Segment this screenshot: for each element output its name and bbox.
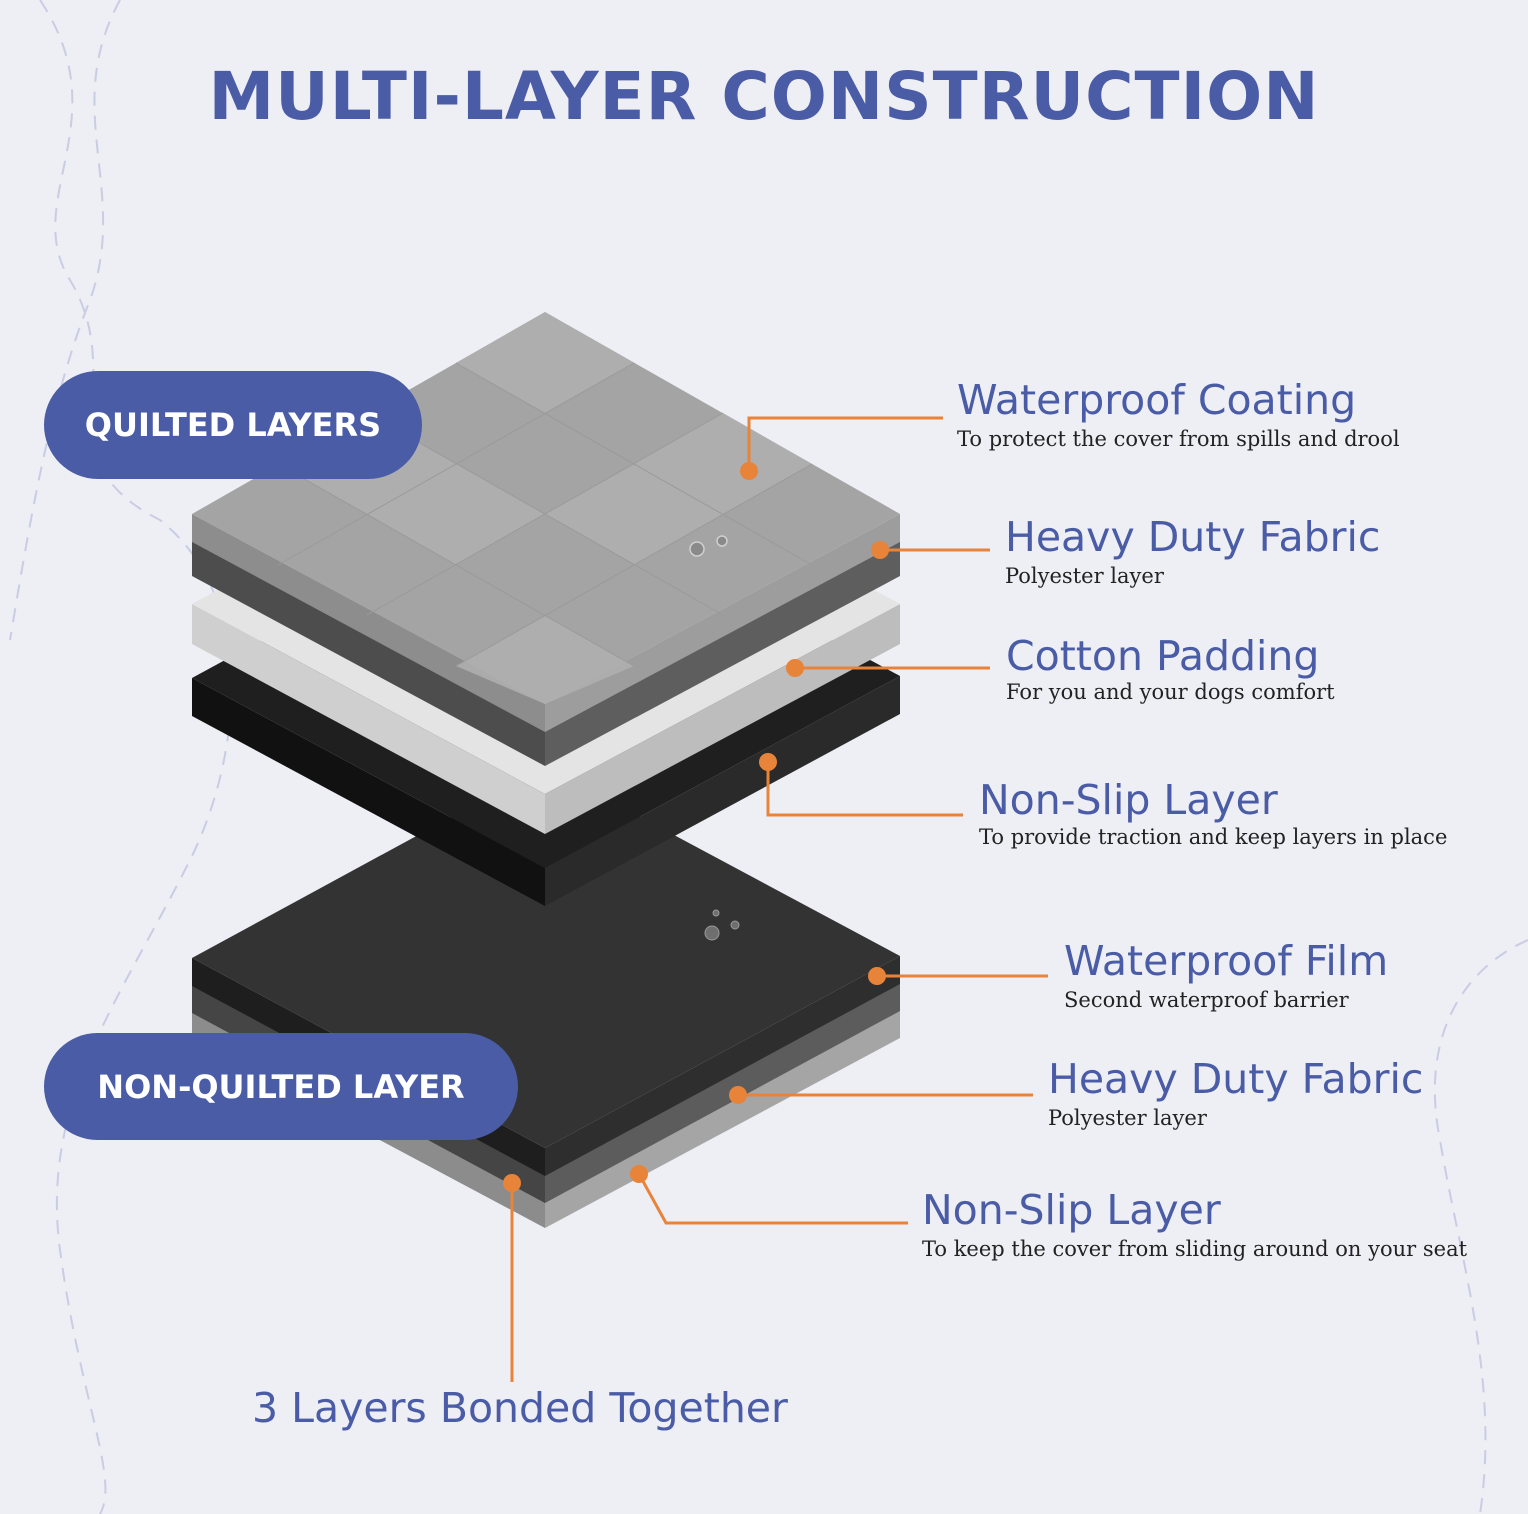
leader-dots bbox=[503, 462, 889, 1192]
upper-nonslip-slab-side bbox=[192, 678, 545, 906]
callout-subtitle: Polyester layer bbox=[1048, 1106, 1207, 1130]
upper-fabric-side bbox=[192, 540, 545, 766]
callout-title: Heavy Duty Fabric bbox=[1048, 1055, 1424, 1103]
callout-subtitle: To protect the cover from spills and dro… bbox=[957, 427, 1400, 451]
waterproof-coating-top bbox=[192, 312, 900, 704]
callout-waterproof-coating: Waterproof Coating To protect the cover … bbox=[957, 380, 1400, 450]
callout-waterproof-film: Waterproof Film Second waterproof barrie… bbox=[1064, 941, 1388, 1011]
callout-subtitle: Polyester layer bbox=[1005, 564, 1164, 588]
callout-subtitle: To provide traction and keep layers in p… bbox=[979, 825, 1448, 849]
page-title: MULTI-LAYER CONSTRUCTION bbox=[208, 58, 1320, 135]
callout-title: Waterproof Film bbox=[1064, 937, 1389, 985]
callout-non-slip-layer-upper: Non-Slip Layer To provide traction and k… bbox=[979, 780, 1447, 848]
callout-title: Cotton Padding bbox=[1006, 632, 1320, 680]
callout-title: Non-Slip Layer bbox=[922, 1186, 1221, 1234]
quilted-stack bbox=[192, 312, 900, 906]
callout-heavy-duty-fabric-lower: Heavy Duty Fabric Polyester layer bbox=[1048, 1059, 1423, 1129]
callout-heavy-duty-fabric-upper: Heavy Duty Fabric Polyester layer bbox=[1005, 517, 1380, 587]
bonded-layers-caption: 3 Layers Bonded Together bbox=[252, 1384, 788, 1432]
callout-title: Non-Slip Layer bbox=[979, 776, 1278, 824]
non-quilted-layer-badge: NON-QUILTED LAYER bbox=[44, 1033, 518, 1140]
callout-cotton-padding: Cotton Padding For you and your dogs com… bbox=[1006, 636, 1335, 703]
callout-subtitle: Second waterproof barrier bbox=[1064, 988, 1349, 1012]
callout-subtitle: For you and your dogs comfort bbox=[1006, 680, 1335, 704]
callout-title: Waterproof Coating bbox=[957, 376, 1357, 424]
cotton-padding-side bbox=[192, 604, 545, 834]
callout-non-slip-layer-lower: Non-Slip Layer To keep the cover from sl… bbox=[922, 1190, 1467, 1260]
leader-lines bbox=[510, 416, 1048, 1382]
callout-title: Heavy Duty Fabric bbox=[1005, 513, 1381, 561]
callout-subtitle: To keep the cover from sliding around on… bbox=[922, 1237, 1468, 1261]
quilted-layers-badge: QUILTED LAYERS bbox=[44, 371, 422, 479]
